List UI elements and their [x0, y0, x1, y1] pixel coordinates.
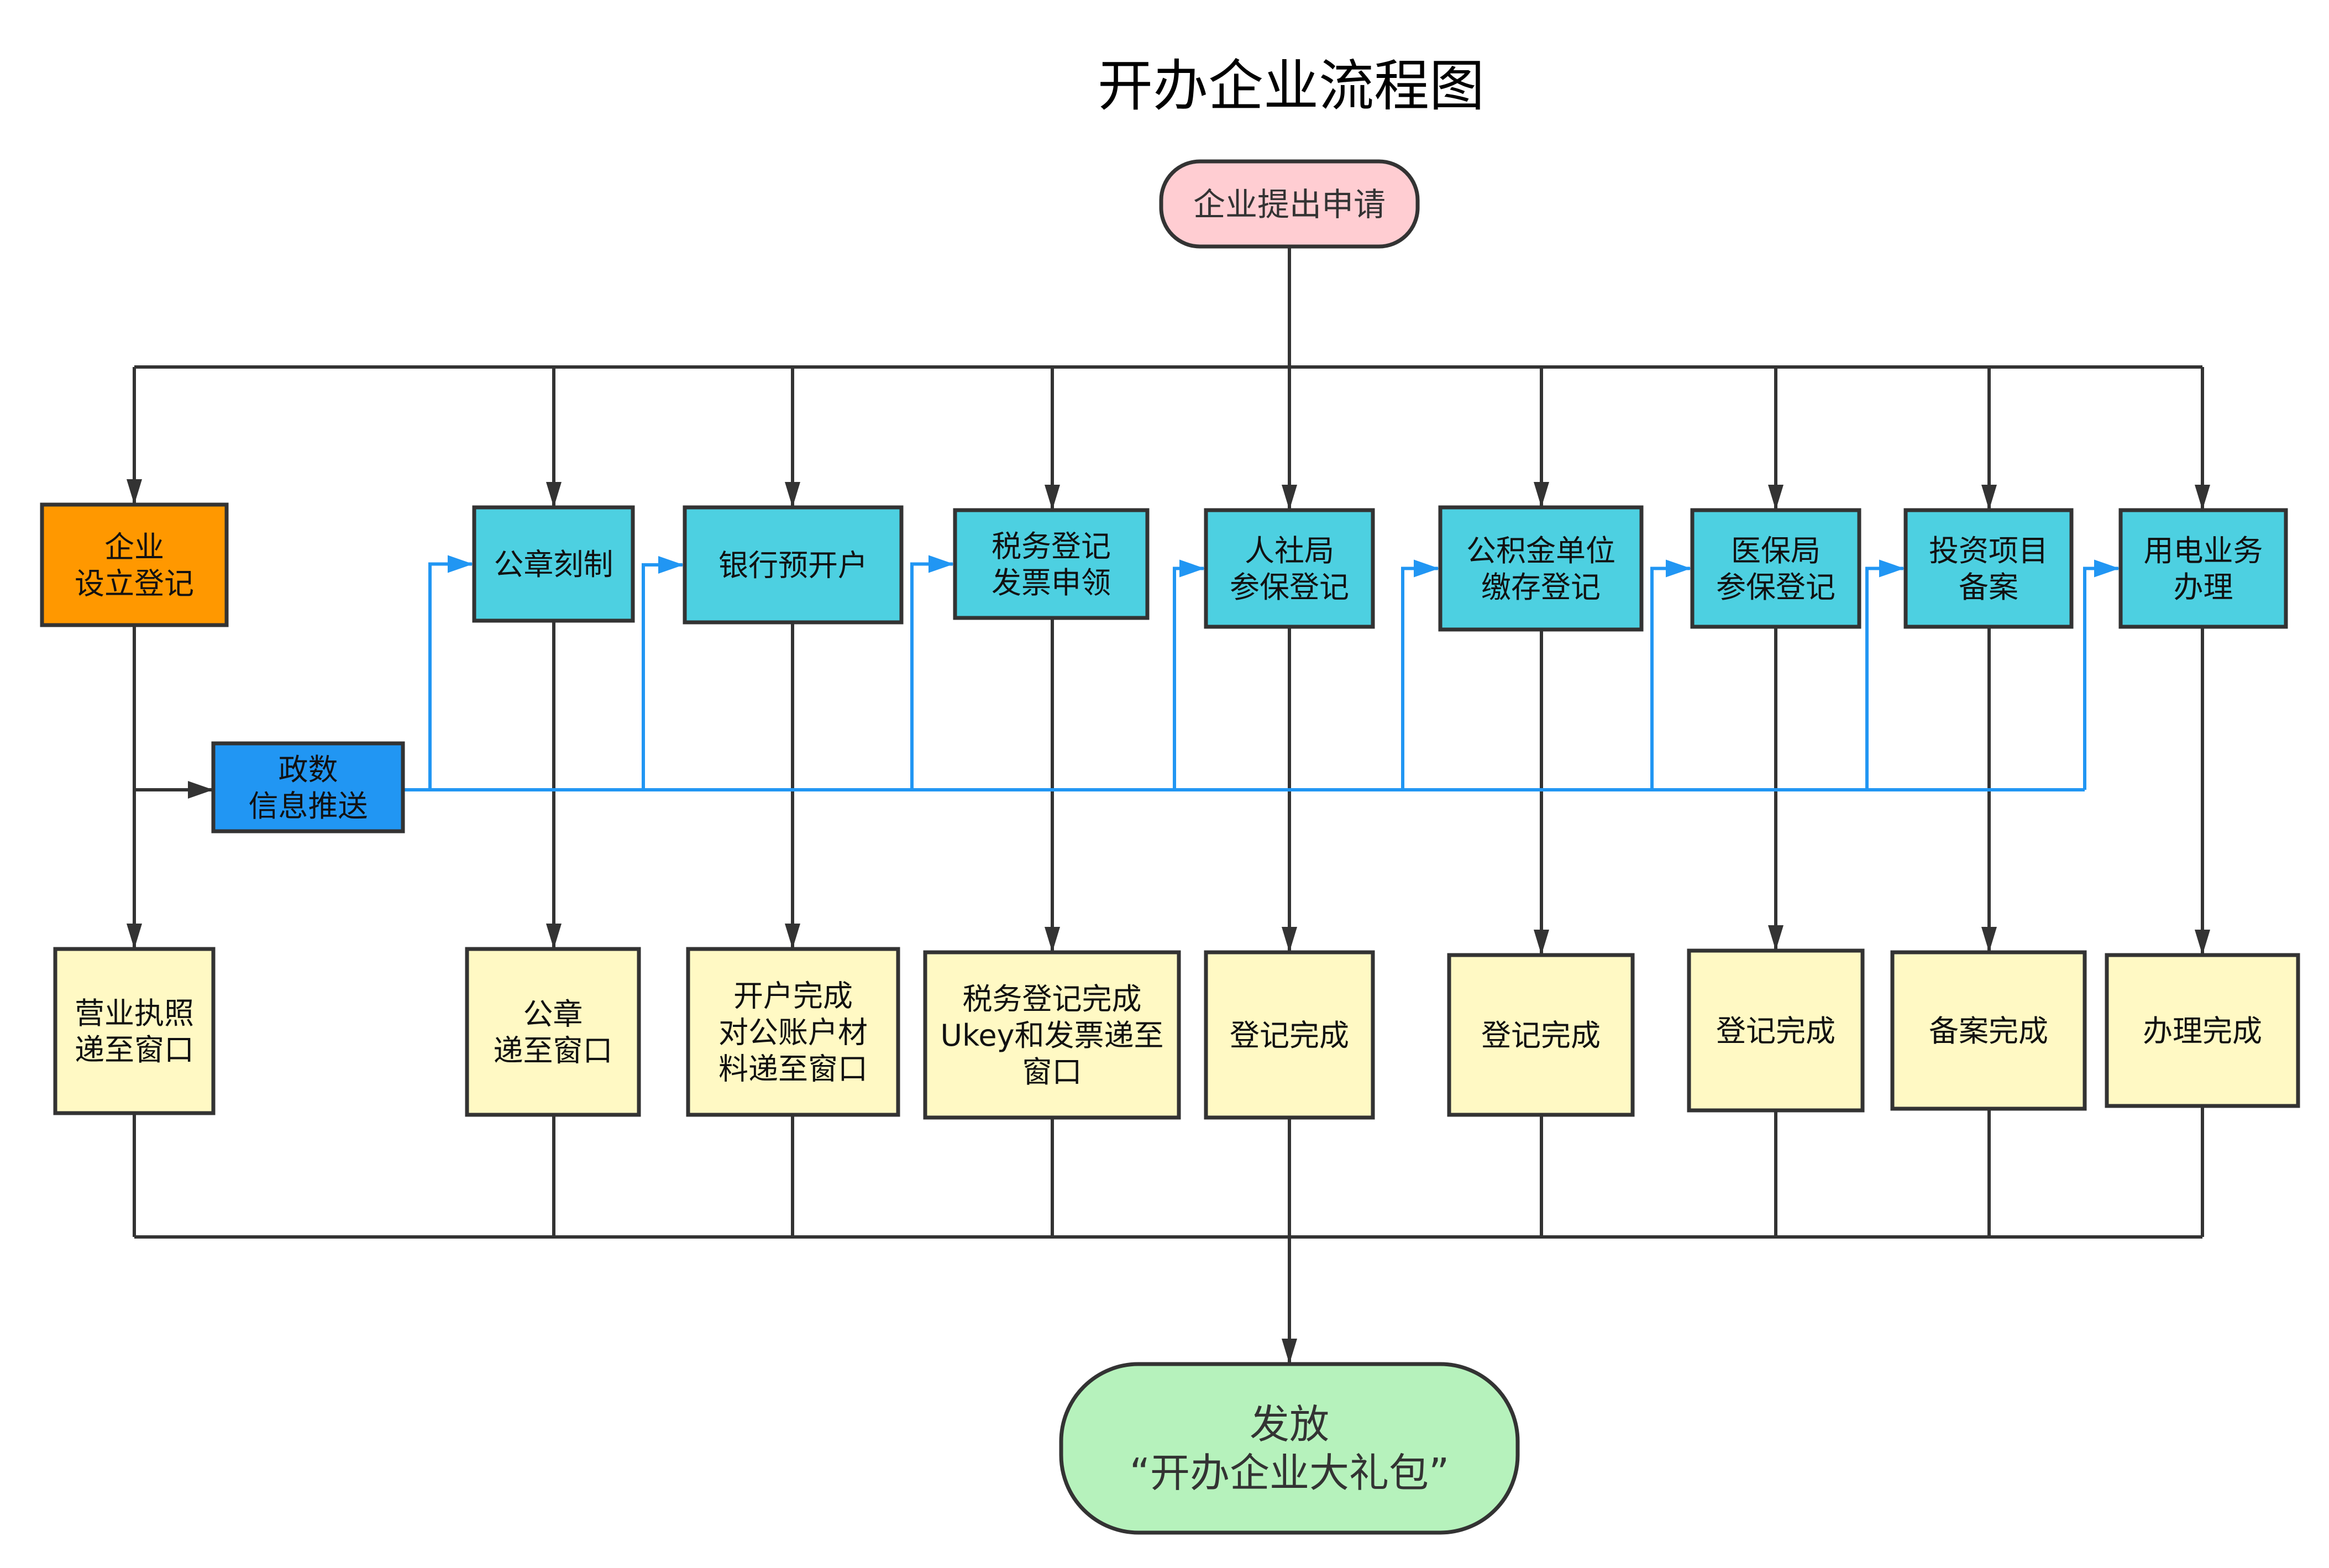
service-node[interactable]	[472, 505, 635, 623]
info-push-branch	[2083, 567, 2118, 790]
service-node-label: 用电业务	[2144, 533, 2263, 568]
arrowhead	[785, 482, 800, 507]
arrowhead	[1414, 559, 1439, 578]
service-node-label: 办理	[2174, 570, 2233, 605]
arrowhead	[929, 555, 954, 573]
service-node[interactable]	[953, 508, 1150, 620]
registration-node-label: 设立登记	[75, 566, 194, 601]
result-node-label: 对公账户材	[718, 1015, 868, 1050]
service-node-label: 公章刻制	[494, 547, 613, 582]
arrowhead	[1768, 925, 1784, 951]
arrowhead	[1768, 485, 1784, 510]
service-node-label: 缴存登记	[1481, 570, 1601, 605]
connectors	[127, 247, 2210, 1364]
service-node-label: 备案	[1959, 570, 2018, 605]
result-node-label: 备案完成	[1929, 1014, 2048, 1048]
result-node-label: 登记完成	[1481, 1018, 1601, 1053]
start-node-label: 企业提出申请	[1193, 186, 1386, 223]
result-node-label: 开户完成	[733, 979, 853, 1014]
service-node[interactable]	[1438, 505, 1644, 632]
arrowhead	[2195, 930, 2210, 955]
nodes: 企业提出申请企业设立登记政数信息推送公章刻制银行预开户税务登记发票申领人社局参保…	[40, 159, 2300, 1535]
info-push-branch	[1401, 567, 1438, 790]
arrowhead	[1981, 485, 1997, 510]
registration-node[interactable]	[40, 502, 229, 627]
result-node[interactable]	[686, 947, 900, 1117]
arrowhead	[785, 924, 800, 949]
arrowhead	[658, 556, 684, 574]
service-node[interactable]	[1204, 508, 1375, 629]
info-push-node-label: 政数	[279, 752, 338, 787]
service-node-label: 人社局	[1245, 533, 1334, 568]
arrowhead	[1981, 927, 1997, 952]
info-push-branch	[1650, 567, 1690, 790]
service-node-label: 公积金单位	[1466, 533, 1615, 568]
arrowhead	[1179, 559, 1205, 578]
result-node[interactable]	[1687, 948, 1865, 1113]
result-node-label: 窗口	[1022, 1055, 1082, 1089]
service-node[interactable]	[2118, 508, 2288, 629]
registration-node-label: 企业	[104, 530, 164, 565]
service-node[interactable]	[1903, 508, 2074, 629]
service-node-label: 投资项目	[1929, 533, 2048, 568]
service-node-label: 参保登记	[1230, 570, 1349, 605]
arrowhead	[2094, 559, 2120, 578]
info-push-node-label: 信息推送	[249, 789, 368, 824]
arrowhead	[2195, 485, 2210, 510]
result-node-label: 营业执照	[75, 996, 194, 1031]
service-node-label: 税务登记	[992, 529, 1111, 564]
service-node[interactable]	[1690, 508, 1861, 629]
service-node-label: 参保登记	[1716, 570, 1835, 605]
arrowhead	[1879, 559, 1905, 578]
end-node-label: “开办企业大礼包”	[1130, 1450, 1450, 1496]
result-node[interactable]	[53, 947, 216, 1115]
end-node-label: 发放	[1250, 1401, 1329, 1448]
arrowhead	[546, 924, 562, 949]
result-node-label: 税务登记完成	[963, 982, 1142, 1016]
diagram-title: 开办企业流程图	[1098, 54, 1485, 118]
arrowhead	[127, 924, 142, 949]
arrowhead	[127, 479, 142, 505]
result-node-label: 登记完成	[1230, 1018, 1349, 1053]
arrowhead	[1282, 927, 1297, 952]
arrowhead	[1045, 927, 1060, 952]
result-node-label: 公章	[523, 997, 583, 1032]
result-node[interactable]	[923, 950, 1181, 1120]
info-push-branch	[428, 562, 472, 790]
result-node[interactable]	[1890, 950, 2087, 1111]
result-node-label: Ukey和发票递至	[940, 1018, 1163, 1053]
result-node-label: 登记完成	[1716, 1014, 1835, 1048]
arrowhead	[448, 555, 473, 573]
arrowhead	[546, 482, 562, 507]
info-push-branch	[910, 562, 953, 790]
result-node-label: 递至窗口	[494, 1033, 613, 1068]
arrowhead	[1045, 485, 1060, 510]
arrowhead	[188, 781, 213, 799]
info-push-node[interactable]	[211, 741, 405, 833]
service-node-label: 医保局	[1731, 533, 1821, 568]
arrowhead	[1282, 485, 1297, 510]
service-node-label: 银行预开户	[718, 548, 868, 583]
result-node-label: 递至窗口	[75, 1032, 194, 1067]
info-push-branch	[1173, 567, 1204, 790]
arrowhead	[1666, 559, 1691, 578]
result-node-label: 办理完成	[2143, 1014, 2262, 1048]
result-node-label: 料递至窗口	[718, 1051, 868, 1086]
service-node[interactable]	[683, 505, 904, 625]
info-push-branch	[642, 563, 683, 790]
result-node[interactable]	[1204, 950, 1375, 1120]
service-node-label: 发票申领	[992, 565, 1111, 600]
result-node[interactable]	[465, 947, 641, 1117]
result-node[interactable]	[2105, 953, 2300, 1108]
arrowhead	[1282, 1339, 1297, 1364]
arrowhead	[1534, 930, 1549, 955]
result-node[interactable]	[1447, 953, 1635, 1117]
info-push-branch	[1865, 567, 1903, 790]
end-node[interactable]	[1059, 1362, 1520, 1535]
start-node[interactable]	[1159, 159, 1420, 249]
arrowhead	[1534, 482, 1549, 507]
